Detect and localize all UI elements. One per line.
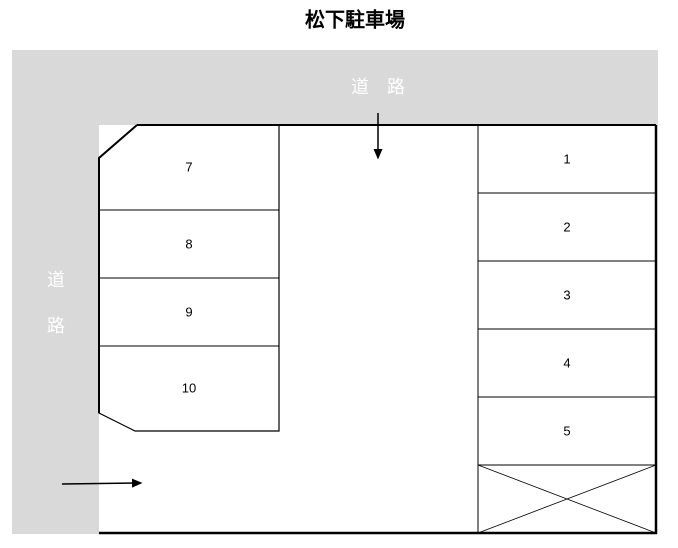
parking-space-7: 7 (185, 159, 192, 174)
space-number: 7 (185, 159, 192, 174)
parking-space-10: 10 (182, 380, 196, 395)
space-number: 4 (563, 355, 570, 370)
space-number: 1 (563, 151, 570, 166)
left-spaces-edge (98, 124, 138, 413)
road-label-left-1: 道 (47, 270, 65, 291)
space-number: 9 (185, 304, 192, 319)
map-title: 松下駐車場 (305, 8, 405, 32)
parking-space-9: 9 (185, 304, 192, 319)
road-label-top: 道 路 (351, 77, 405, 98)
parking-space-1: 1 (563, 151, 570, 166)
space-number: 3 (563, 287, 570, 302)
space-number: 2 (563, 219, 570, 234)
parking-space-2: 2 (478, 192, 656, 234)
space-number: 10 (182, 380, 196, 395)
unavailable-space (477, 464, 657, 534)
parking-space-3: 3 (478, 260, 656, 302)
parking-space-8: 8 (185, 236, 192, 251)
road-area (12, 50, 658, 534)
parking-space-5: 5 (478, 396, 656, 438)
space-number: 8 (185, 236, 192, 251)
space-number: 5 (563, 423, 570, 438)
entry-arrow-right (61, 478, 143, 488)
road-label-left-2: 路 (47, 316, 65, 337)
parking-space-4: 4 (478, 328, 656, 370)
